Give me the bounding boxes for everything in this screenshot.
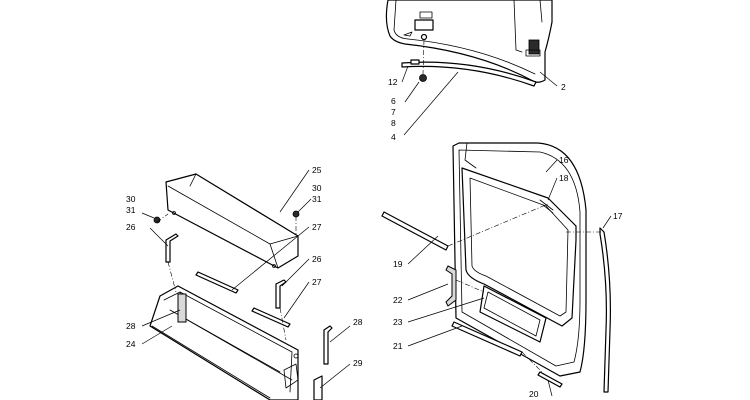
clip-12 (410, 59, 420, 65)
callout-26-left: 26 (126, 222, 136, 232)
phantom-line (447, 203, 549, 247)
callout-19: 19 (393, 259, 403, 269)
callout-20: 20 (529, 389, 539, 399)
console-frame-24 (149, 285, 299, 400)
callout-28-left: 28 (126, 321, 136, 331)
callout-27-lower: 27 (312, 277, 322, 287)
callout-4: 4 (391, 132, 396, 142)
hinge-block (528, 39, 540, 55)
strip-27-lower (251, 307, 291, 328)
fastener-hole (420, 33, 428, 41)
phantom-line (279, 307, 287, 341)
upper-door-assembly (385, 0, 553, 83)
callout-31-right: 31 (312, 194, 322, 204)
bracket-26-right (275, 279, 287, 309)
callout-30-left: 30 (126, 194, 136, 204)
strip-19 (381, 211, 449, 251)
leader-lines (141, 65, 612, 397)
fastener-30-31-left (153, 216, 161, 224)
window-glass-16 (461, 167, 577, 327)
callout-8: 8 (391, 118, 396, 128)
callout-labels: 2 12 6 7 8 4 16 18 17 19 22 23 21 20 25 … (126, 77, 623, 399)
strip-20 (537, 371, 563, 388)
callout-27-upper: 27 (312, 222, 322, 232)
seal-17 (599, 227, 611, 393)
fastener-6-7-8 (419, 39, 427, 82)
callout-29: 29 (353, 358, 363, 368)
callout-2: 2 (561, 82, 566, 92)
strip-21 (451, 321, 523, 357)
part-29 (313, 375, 323, 400)
callout-21: 21 (393, 341, 403, 351)
callout-28-right: 28 (353, 317, 363, 327)
callout-23: 23 (393, 317, 403, 327)
strip-27-upper (195, 271, 239, 294)
callout-18: 18 (559, 173, 569, 183)
callout-25: 25 (312, 165, 322, 175)
lower-panel-23 (479, 285, 547, 343)
callout-12: 12 (388, 77, 398, 87)
bracket-28-right (323, 325, 333, 365)
latch-plate (414, 19, 434, 31)
callout-7: 7 (391, 107, 396, 117)
callout-17: 17 (613, 211, 623, 221)
cover-25 (165, 173, 299, 269)
seal-22 (445, 265, 457, 307)
bracket-28-left (177, 293, 187, 323)
callout-26-right: 26 (312, 254, 322, 264)
callout-22: 22 (393, 295, 403, 305)
callout-30-right: 30 (312, 183, 322, 193)
bracket-26-left (165, 233, 179, 263)
callout-16: 16 (559, 155, 569, 165)
callout-24: 24 (126, 339, 136, 349)
handle-mark (403, 31, 413, 37)
callout-31-left: 31 (126, 205, 136, 215)
phantom-line (156, 213, 169, 223)
callout-6: 6 (391, 96, 396, 106)
